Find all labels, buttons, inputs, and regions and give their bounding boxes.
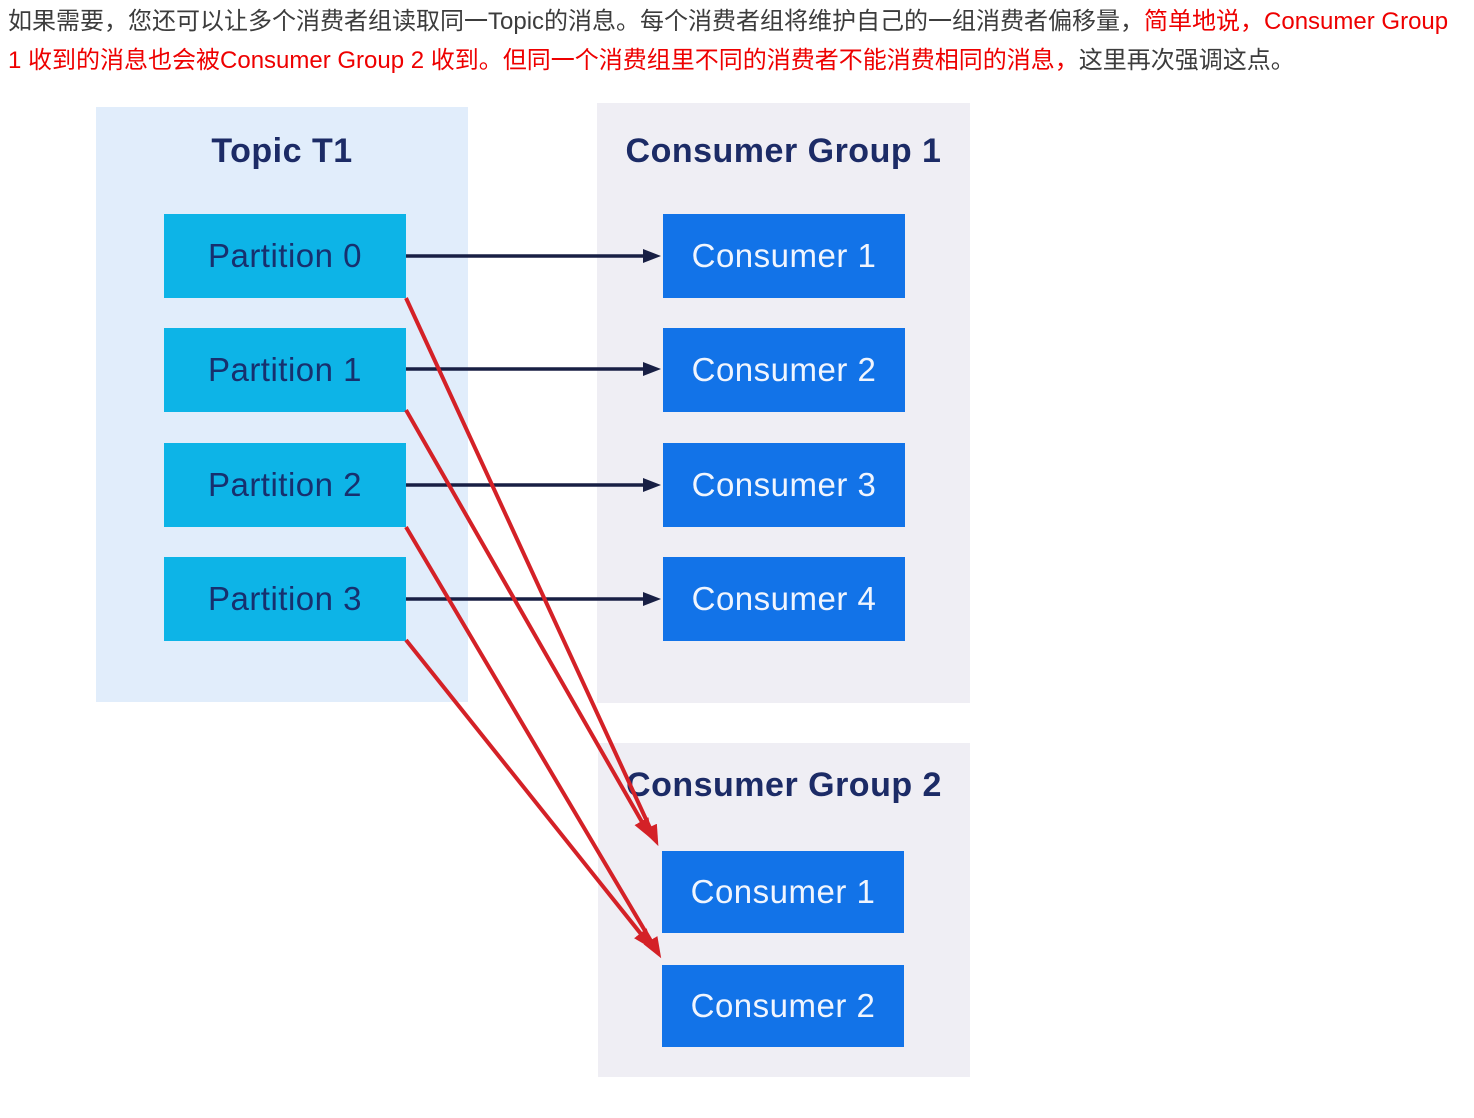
group1-consumer-3-box: Consumer 3 — [663, 443, 905, 527]
intro-text-red: 简单地说，Consumer Group 1 收到的消息也会被Consumer G… — [8, 8, 1449, 74]
group1-consumer-4-box: Consumer 4 — [663, 557, 905, 641]
topic-title: Topic T1 — [211, 132, 353, 170]
partition-1-box: Partition 1 — [164, 328, 406, 412]
group2-consumer-1-box: Consumer 1 — [662, 851, 904, 933]
partition-3-box: Partition 3 — [164, 557, 406, 641]
group1-consumer-2-box: Consumer 2 — [663, 328, 905, 412]
partition-0-box: Partition 0 — [164, 214, 406, 298]
consumer-group-1-title: Consumer Group 1 — [625, 132, 942, 170]
intro-text-dark-2: 这里再次强调这点。 — [1078, 47, 1295, 74]
intro-paragraph: 如果需要，您还可以让多个消费者组读取同一Topic的消息。每个消费者组将维护自己… — [8, 2, 1464, 80]
consumer-group-2-title: Consumer Group 2 — [626, 766, 942, 804]
group1-consumer-1-box: Consumer 1 — [663, 214, 905, 298]
partition-2-box: Partition 2 — [164, 443, 406, 527]
intro-text-dark-1: 如果需要，您还可以让多个消费者组读取同一Topic的消息。每个消费者组将维护自己… — [8, 8, 1145, 35]
group2-consumer-2-box: Consumer 2 — [662, 965, 904, 1047]
